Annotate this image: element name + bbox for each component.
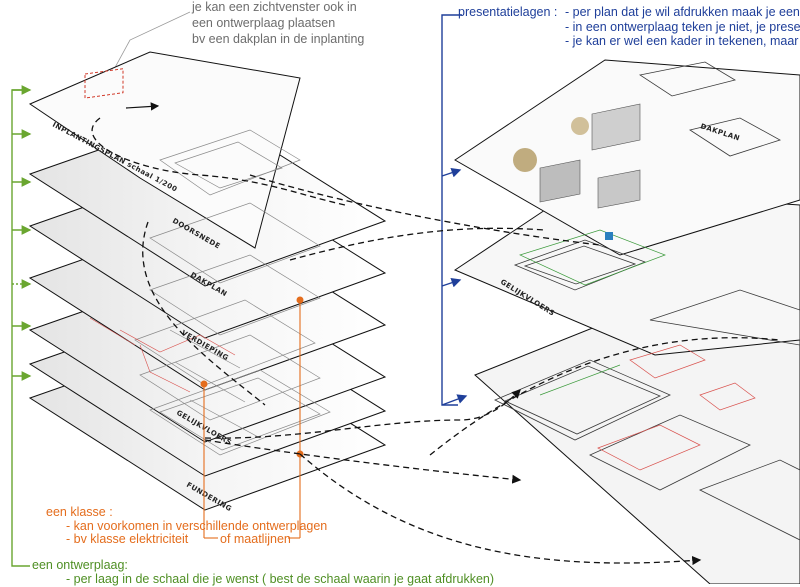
note-zichtvenster-line2: een ontwerplaag plaatsen xyxy=(192,16,336,30)
sheet-inplanting xyxy=(28,51,301,249)
note-presentatie-line3: - je kan er wel een kader in tekenen, ma… xyxy=(565,34,799,48)
plan-linework-right xyxy=(494,61,800,541)
blue-bracket xyxy=(441,14,468,406)
green-bracket xyxy=(11,85,32,567)
dashed-connectors xyxy=(91,117,781,566)
presentatie-sheet-1 xyxy=(454,59,800,256)
class-dot-1 xyxy=(200,380,208,388)
note-presentatie-prefix: presentatielagen : xyxy=(458,5,558,19)
plan-linework-left xyxy=(134,129,331,456)
note-presentatie-line1: - per plan dat je wil afdrukken maak je … xyxy=(565,5,800,19)
site-arrow xyxy=(125,102,160,111)
class-dot-2 xyxy=(296,296,304,304)
note-zichtvenster-line3: bv een dakplan in de inplanting xyxy=(192,32,365,46)
red-linework-right xyxy=(597,344,756,471)
note-zichtvenster-line1: je kan een zichtvenster ook in xyxy=(192,0,357,14)
note-presentatie-line2: - in een ontwerplaag teken je niet, je p… xyxy=(565,20,800,34)
zichtvenster-frame xyxy=(84,68,124,99)
note-klasse-maatlijnen: of maatlijnen xyxy=(220,532,291,546)
elevation-images xyxy=(513,103,641,240)
note-klasse-line2: - bv klasse elektriciteit xyxy=(66,532,189,546)
note-ontwerplaag-title: een ontwerplaag: xyxy=(32,558,128,572)
electric-linework-left xyxy=(89,317,236,393)
presentatie-sheet-3 xyxy=(474,324,800,584)
note-klasse-title: een klasse : xyxy=(46,505,113,519)
green-linework-right xyxy=(519,229,666,396)
note-klasse-line1: - kan voorkomen in verschillende ontwerp… xyxy=(66,519,328,533)
note-ontwerplaag-line1: - per laag in de schaal die je wenst ( b… xyxy=(66,572,495,586)
orange-leaders xyxy=(203,300,301,539)
